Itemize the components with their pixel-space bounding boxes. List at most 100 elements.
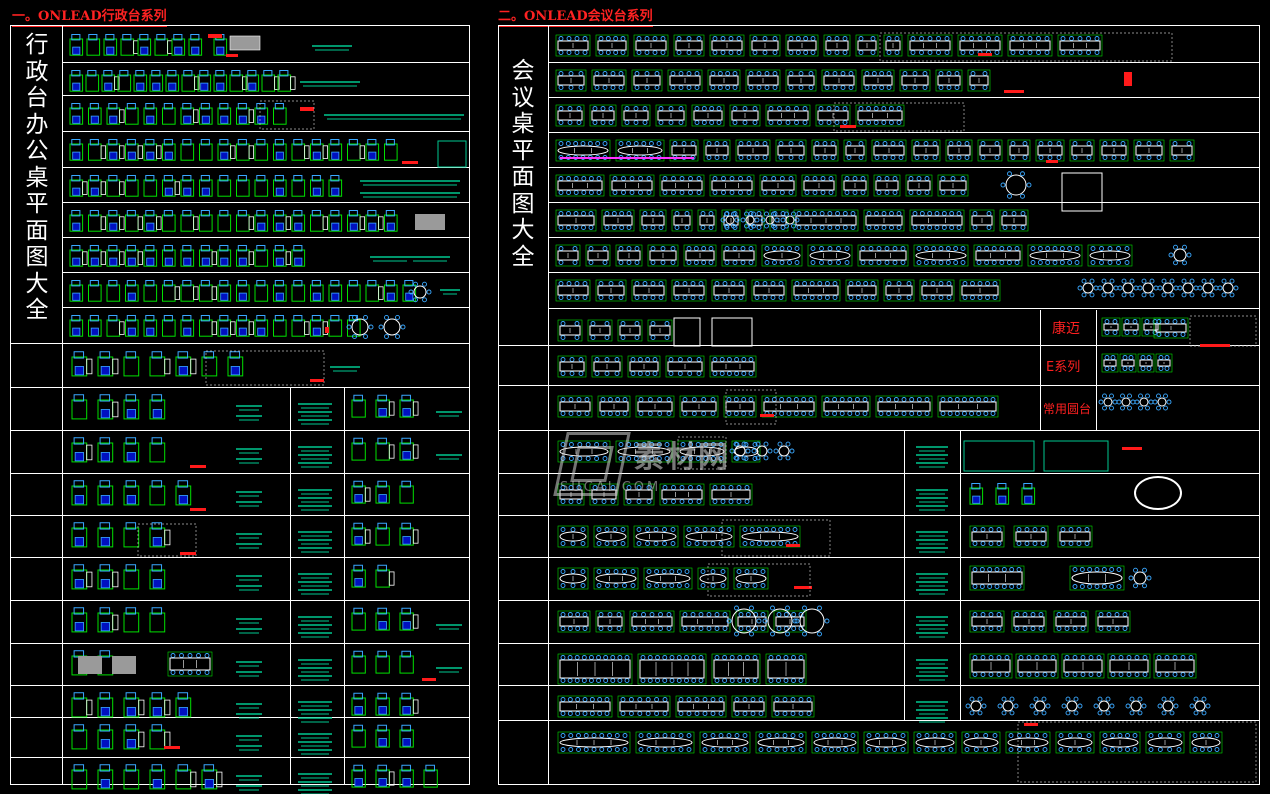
chair-icon [793,397,799,402]
chair-icon [756,71,762,76]
chair-icon [737,678,743,683]
conference-table-icon [793,285,839,296]
conference-table-icon [969,75,989,86]
undefined-row-divider [548,308,1260,309]
chair-icon [679,485,685,490]
chair-icon [682,612,688,617]
chair-icon [611,225,617,230]
chair-icon [582,697,588,702]
chair-icon [1157,747,1163,752]
chair-icon [566,190,572,195]
chair-icon [200,315,210,322]
chair-icon [568,71,574,76]
chair-icon [670,260,676,265]
chair-icon [1121,278,1127,284]
chair-icon [662,485,668,490]
chair-icon [377,480,387,488]
chair-icon [1117,747,1123,752]
undefined-row-divider [498,720,1260,721]
chair-icon [684,678,689,683]
chair-icon [632,612,638,617]
chair-icon [1009,710,1015,716]
chair-icon [874,211,879,216]
chair-icon [1022,155,1028,160]
chair-icon [782,733,788,738]
chair-icon [610,85,616,90]
desk-icon [285,216,292,230]
desk-icon [114,76,120,90]
chair-icon [874,225,879,230]
round-table-icon [1130,700,1142,712]
conference-table-icon [673,317,701,347]
chair-icon [100,779,110,789]
chair-icon [1019,36,1024,41]
desk-icon [193,286,199,300]
chair-icon [964,747,970,752]
chair-icon [736,569,742,574]
chair-icon [1221,292,1227,298]
desk-icon [137,145,144,159]
desk-icon [180,214,195,232]
chair-icon [580,583,586,588]
chair-icon [378,621,387,630]
chair-icon [353,764,363,772]
chair-icon [969,397,975,402]
desk-icon [671,279,707,302]
chair-icon [100,537,110,547]
desk-icon [120,38,135,56]
chair-icon [732,106,738,111]
desk-icon [180,319,195,337]
chair-icon [1129,710,1135,716]
chair-icon [694,120,700,125]
desk-icon [217,107,232,125]
conference-table-icon [599,401,629,412]
chair-icon [1111,155,1117,160]
undefined-row-divider [10,343,470,344]
desk-icon [1069,139,1095,162]
chair-icon [777,120,782,125]
chair-icon [658,612,663,617]
chair-icon [756,225,762,230]
desk-icon [133,74,148,92]
chair-icon [108,210,118,217]
chair-icon [598,36,604,41]
chair-icon [756,618,762,624]
chair-icon [1117,733,1123,738]
chair-icon [741,371,747,376]
undefined-row-divider [10,387,470,388]
chair-icon [686,711,692,716]
chair-icon [846,141,852,146]
chair-icon [1033,710,1039,716]
chair-icon [864,85,870,90]
desk-icon [199,319,213,337]
chair-icon [99,764,111,772]
chair-icon [694,541,700,546]
chair-icon [1088,672,1094,677]
chair-icon [560,527,566,532]
chair-icon [785,120,791,125]
desk-icon [322,145,329,159]
kangmai-series-label: 康迈 [1052,321,1080,337]
chair-icon [583,747,589,752]
chair-icon [200,245,210,252]
chair-icon [642,120,648,125]
chair-icon [1128,575,1134,581]
desk-icon [691,104,725,127]
chair-icon [637,711,643,716]
chair-icon [840,85,846,90]
chair-icon [140,46,149,55]
chair-icon [964,141,970,146]
chair-icon [804,176,810,181]
chair-icon [628,697,634,702]
left-label-column-divider [62,25,63,785]
chair-icon [1132,747,1138,752]
chair-icon [170,653,176,658]
chair-icon [1067,246,1073,251]
chair-icon [661,583,667,588]
chair-icon [817,605,822,611]
chair-icon [594,456,600,461]
highlight-block [1046,160,1058,163]
chair-icon [604,357,610,362]
chair-icon [125,607,137,615]
conference-table-icon [699,573,727,584]
